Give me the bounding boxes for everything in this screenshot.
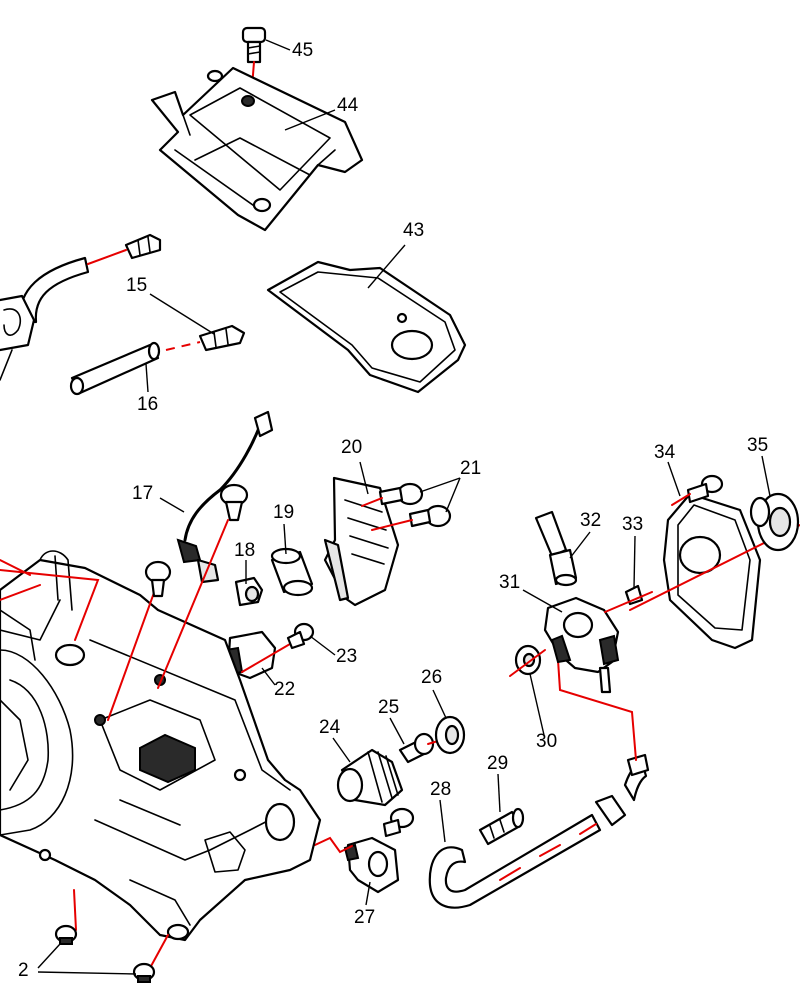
callout-23: 23 bbox=[336, 646, 358, 667]
part-housing-screw bbox=[144, 560, 172, 598]
part-right-lower-connector bbox=[594, 753, 650, 827]
part-15-connector-upper bbox=[124, 233, 162, 260]
part-screw-near-17 bbox=[219, 483, 249, 522]
part-45-screw bbox=[241, 26, 267, 64]
red-line-30 bbox=[509, 649, 546, 677]
callout-17: 17 bbox=[132, 483, 154, 504]
callout-43: 43 bbox=[403, 220, 425, 241]
callout-30: 30 bbox=[536, 731, 558, 752]
callout-28: 28 bbox=[430, 779, 452, 800]
part-18-plug bbox=[234, 576, 264, 607]
part-19-cylinder bbox=[270, 547, 314, 597]
callout-20: 20 bbox=[341, 437, 363, 458]
leader-lines bbox=[37, 39, 771, 975]
red-line-part2-b bbox=[149, 934, 169, 969]
callout-27: 27 bbox=[354, 907, 376, 928]
callout-45: 45 bbox=[292, 40, 314, 61]
part-2-nut-b bbox=[132, 962, 156, 983]
part-31-pump bbox=[543, 596, 620, 694]
part-main-housing bbox=[0, 550, 322, 942]
part-43-gasket bbox=[266, 260, 467, 394]
red-line-21b bbox=[371, 519, 413, 531]
part-34-plate bbox=[662, 474, 762, 650]
red-line-33 bbox=[604, 591, 653, 613]
part-upper-left-hose bbox=[0, 256, 90, 381]
part-27-clamp bbox=[343, 836, 400, 894]
callout-19: 19 bbox=[273, 502, 295, 523]
red-line-housing-screw-a bbox=[107, 589, 156, 721]
callout-26: 26 bbox=[421, 667, 443, 688]
part-21-screw-b bbox=[408, 504, 452, 528]
part-2-nut-a bbox=[54, 924, 78, 945]
red-line-15 bbox=[87, 249, 127, 265]
red-line-34 bbox=[671, 493, 691, 506]
red-line-part2-a bbox=[73, 889, 77, 931]
part-27-screw bbox=[382, 807, 415, 838]
callout-31: 31 bbox=[499, 572, 521, 593]
callout-21: 21 bbox=[460, 458, 482, 479]
part-26-washer bbox=[434, 715, 466, 755]
callout-15: 15 bbox=[126, 275, 148, 296]
part-24-boot bbox=[336, 748, 404, 807]
dash-line-15 bbox=[165, 341, 201, 351]
callout-18: 18 bbox=[234, 540, 256, 561]
red-line-housing-screw-b bbox=[157, 519, 229, 689]
part-35-seal bbox=[749, 492, 800, 552]
part-clip-near-17 bbox=[196, 558, 220, 584]
callout-32: 32 bbox=[580, 510, 602, 531]
callout-25: 25 bbox=[378, 697, 400, 718]
callout-2: 2 bbox=[18, 960, 29, 981]
part-23-screw bbox=[286, 622, 315, 650]
red-line-27 bbox=[314, 836, 353, 854]
callout-22: 22 bbox=[274, 679, 296, 700]
part-17-cable bbox=[176, 410, 274, 564]
callout-33: 33 bbox=[622, 514, 644, 535]
callout-34: 34 bbox=[654, 442, 676, 463]
part-32-plunger bbox=[534, 510, 578, 587]
red-line-21a bbox=[361, 497, 383, 507]
part-25-bolt bbox=[398, 732, 435, 764]
callout-29: 29 bbox=[487, 753, 509, 774]
part-44-cover bbox=[150, 66, 364, 232]
part-28-hose bbox=[428, 813, 602, 909]
part-21-screw-a bbox=[378, 482, 424, 506]
red-line-22 bbox=[241, 643, 291, 673]
callout-44: 44 bbox=[337, 95, 359, 116]
callout-16: 16 bbox=[137, 394, 159, 415]
part-15-connector-lower bbox=[198, 324, 246, 352]
red-line-oil-path bbox=[557, 659, 637, 761]
part-16-hose bbox=[69, 341, 161, 396]
red-lines-housing-left bbox=[0, 559, 100, 641]
part-20-bracket bbox=[323, 476, 400, 607]
callout-35: 35 bbox=[747, 435, 769, 456]
part-29-filter bbox=[478, 807, 525, 846]
callout-24: 24 bbox=[319, 717, 341, 738]
